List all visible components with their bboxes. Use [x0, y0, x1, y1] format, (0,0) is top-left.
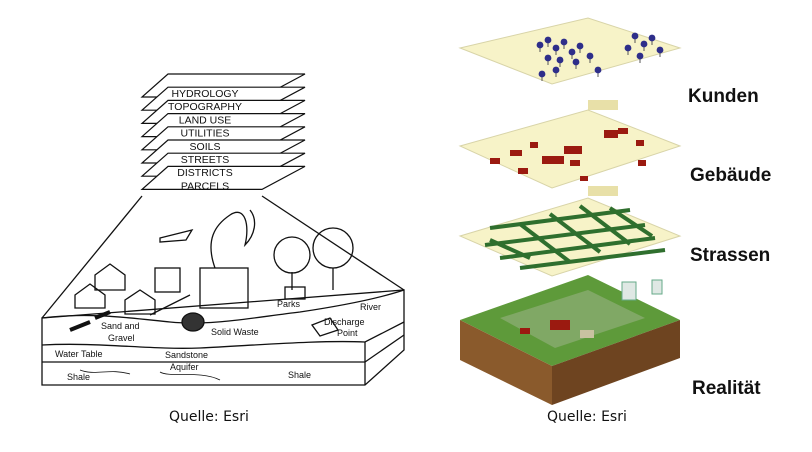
layer-label-kunden: Kunden [688, 86, 759, 107]
layer-label-realitaet: Realität [692, 378, 761, 399]
building-footprint [510, 150, 522, 156]
street-segment [489, 208, 631, 230]
customer-point [568, 48, 576, 56]
label-solid-waste: Solid Waste [211, 327, 259, 337]
buildings-layer [490, 128, 646, 181]
street-segment [548, 212, 602, 254]
layer-name: PARCELS [181, 180, 229, 192]
label-sand-gravel: Sand and [101, 321, 140, 331]
layer-plate [140, 165, 306, 190]
left-source-caption: Quelle: Esri [169, 409, 249, 425]
street-segment [484, 223, 646, 247]
customer-point [552, 44, 560, 52]
label-discharge-2: Point [337, 328, 358, 338]
layer-name: SOILS [190, 141, 221, 153]
customer-point [656, 46, 664, 54]
label-river: River [360, 302, 381, 312]
customer-point [538, 70, 546, 78]
scene-labels: Parks River Sand and Gravel Solid Waste … [55, 299, 381, 382]
customer-point [636, 52, 644, 60]
layer-name: DISTRICTS [177, 167, 232, 179]
right-source-caption: Quelle: Esri [547, 409, 627, 425]
customer-point [624, 44, 632, 52]
customer-point [536, 41, 544, 49]
layer-label-strassen: Strassen [690, 245, 771, 266]
customer-point [556, 56, 564, 64]
plane-strassen [458, 197, 682, 277]
terrain-reality [460, 275, 680, 405]
street-segment [519, 248, 666, 270]
customer-point [572, 58, 580, 66]
building-footprint [636, 140, 644, 146]
layer-name: LAND USE [179, 114, 232, 126]
customer-point [544, 36, 552, 44]
building-footprint [542, 156, 564, 164]
customer-point [560, 38, 568, 46]
landscape-block [41, 195, 405, 386]
customer-points [536, 32, 664, 81]
label-aquifer: Aquifer [170, 362, 199, 372]
building-footprint [530, 142, 538, 148]
label-parks: Parks [277, 299, 301, 309]
street-segment [608, 206, 654, 238]
customer-point [648, 34, 656, 42]
label-water-table: Water Table [55, 349, 103, 359]
customer-point [586, 52, 594, 60]
layer-name: UTILITIES [180, 128, 229, 140]
label-sand-gravel-2: Gravel [108, 333, 135, 343]
label-discharge: Discharge [324, 317, 365, 327]
customer-point [544, 54, 552, 62]
customer-point [640, 40, 648, 48]
customer-point [631, 32, 639, 40]
building-footprint [518, 168, 528, 174]
plane-gebaeude [458, 109, 682, 189]
building-footprint [490, 158, 500, 164]
street-segment [518, 222, 572, 264]
label-shale-right: Shale [288, 370, 311, 380]
building-footprint [604, 130, 618, 138]
label-sandstone: Sandstone [165, 350, 208, 360]
building-footprint [564, 146, 582, 154]
building-footprint [570, 160, 580, 166]
street-segment [578, 204, 632, 246]
gis-data-layers-diagram: Kunden Gebäude Strassen Realität Quelle:… [430, 0, 812, 452]
label-shale-left: Shale [67, 372, 90, 382]
customer-point [594, 66, 602, 74]
building-footprint [618, 128, 628, 134]
data-layers-illustration [458, 17, 682, 405]
layer-name: TOPOGRAPHY [168, 101, 242, 113]
plane-kunden [458, 17, 682, 85]
layer-name: STREETS [181, 154, 229, 166]
layer-name: HYDROLOGY [171, 88, 238, 100]
layer-label-gebaeude: Gebäude [690, 165, 772, 186]
street-segment [489, 238, 531, 260]
building-footprint [580, 176, 588, 181]
customer-point [552, 66, 560, 74]
streets-layer [484, 204, 666, 270]
building-footprint [638, 160, 646, 166]
customer-point [576, 42, 584, 50]
